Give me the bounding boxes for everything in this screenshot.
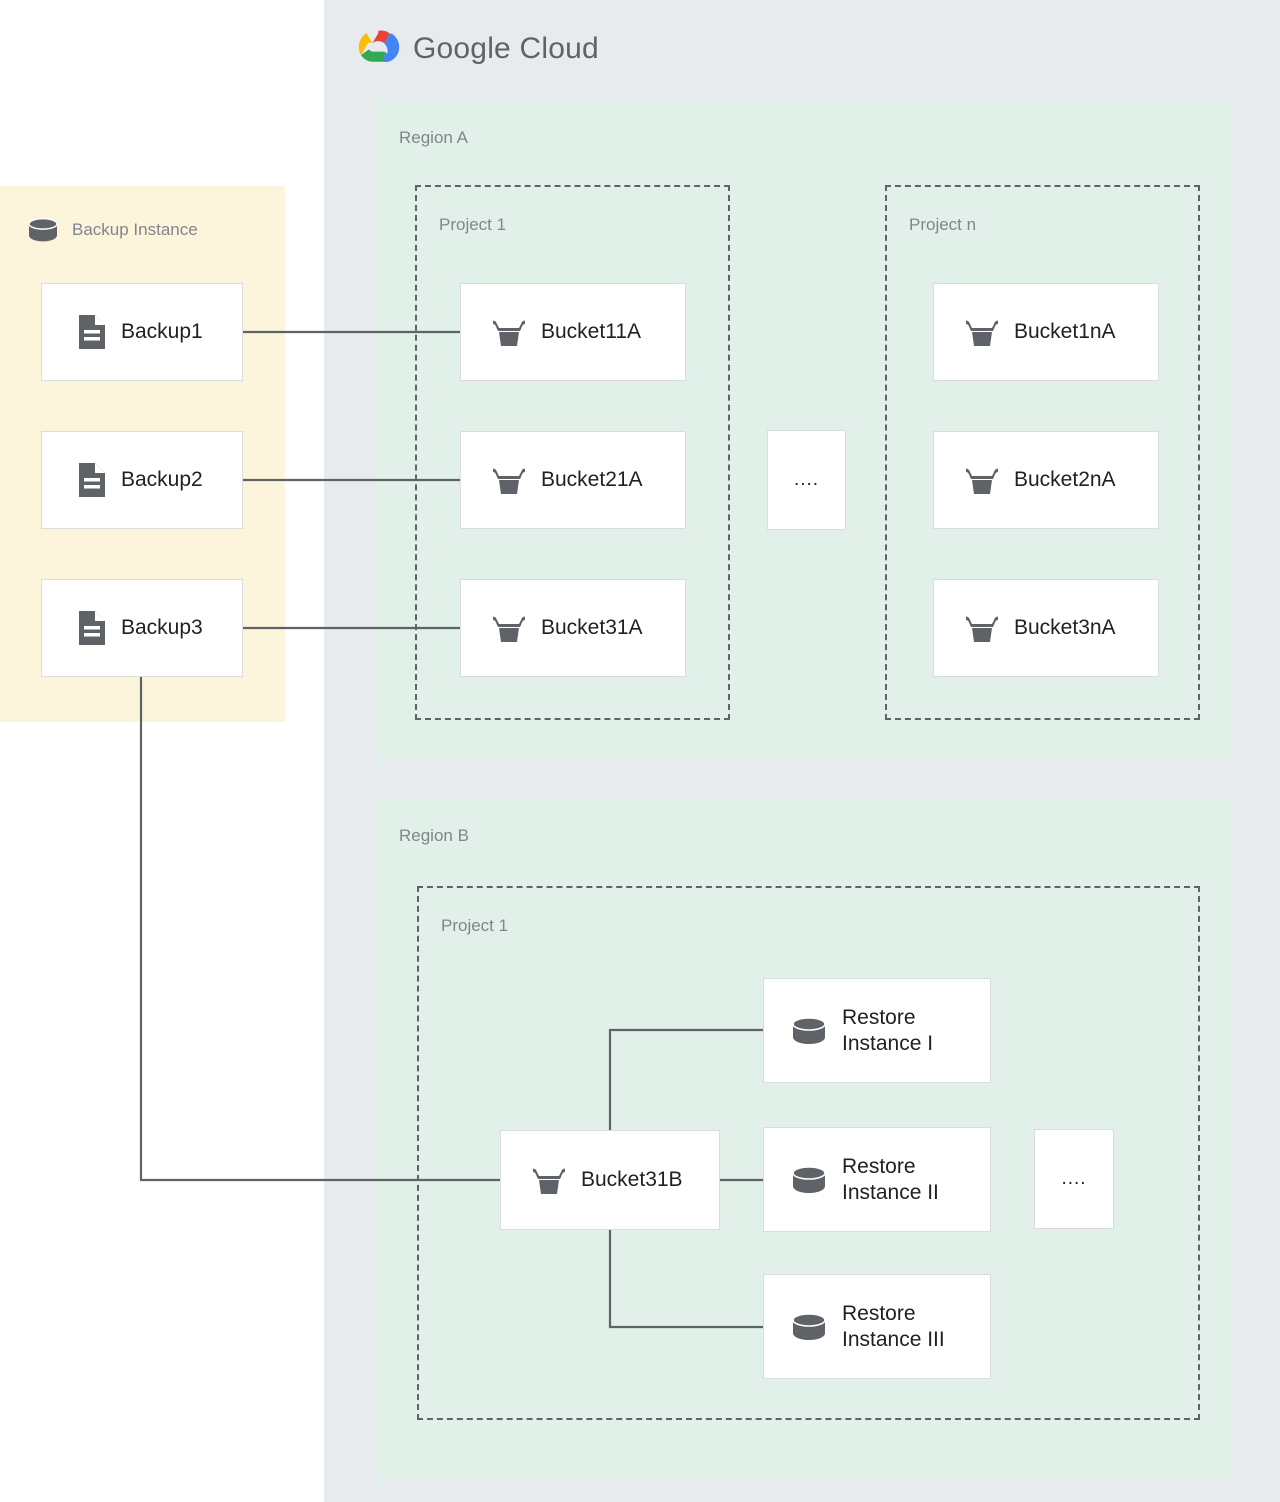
bucket-icon (493, 468, 525, 494)
card-label: Backup3 (121, 616, 203, 640)
card-label: Restore Instance III (842, 1301, 945, 1351)
region-a-project-1-box: Project 1 (415, 185, 730, 720)
ellipsis-label: .... (1061, 1168, 1087, 1189)
card-bucket2na[interactable]: Bucket2nA (933, 431, 1159, 529)
card-bucket21a[interactable]: Bucket21A (460, 431, 686, 529)
database-icon (792, 1312, 826, 1340)
backup-instance-header: Backup Instance (26, 216, 198, 244)
card-bucket31a[interactable]: Bucket31A (460, 579, 686, 677)
google-cloud-logo-icon (358, 30, 400, 62)
card-label: Bucket21A (541, 468, 643, 492)
card-label: Bucket11A (541, 320, 642, 344)
region-b-label: Region B (399, 826, 469, 845)
card-label: Backup1 (121, 320, 203, 344)
bucket-icon (966, 468, 998, 494)
region-a-ellipsis-card: .... (767, 430, 846, 530)
card-label: Restore Instance II (842, 1154, 939, 1204)
bucket-icon (493, 320, 525, 346)
card-label: Bucket1nA (1014, 320, 1116, 344)
google-cloud-logo-label: Google Cloud (413, 32, 599, 66)
card-bucket1na[interactable]: Bucket1nA (933, 283, 1159, 381)
bucket-icon (966, 616, 998, 642)
document-icon (79, 611, 105, 645)
document-icon (79, 463, 105, 497)
card-label: Bucket3nA (1014, 616, 1116, 640)
card-label: Backup2 (121, 468, 203, 492)
card-bucket3na[interactable]: Bucket3nA (933, 579, 1159, 677)
region-a-label: Region A (399, 128, 468, 147)
database-icon (28, 217, 58, 242)
document-icon (79, 315, 105, 349)
database-icon (792, 1165, 826, 1193)
logo-word-google: Google (413, 32, 511, 65)
bucket-icon (533, 1168, 565, 1194)
card-label: Restore Instance I (842, 1005, 934, 1055)
bucket-icon (966, 320, 998, 346)
database-icon (792, 1016, 826, 1044)
card-bucket31b[interactable]: Bucket31B (500, 1130, 720, 1230)
ellipsis-label: .... (793, 469, 820, 490)
region-a-project-n-label: Project n (909, 215, 977, 234)
card-backup3[interactable]: Backup3 (41, 579, 243, 677)
region-a-project-1-label: Project 1 (439, 215, 507, 234)
card-restore-instance-1[interactable]: Restore Instance I (763, 978, 991, 1083)
logo-word-cloud: Cloud (519, 32, 599, 65)
card-bucket11a[interactable]: Bucket11A (460, 283, 686, 381)
card-label: Bucket2nA (1014, 468, 1116, 492)
card-backup2[interactable]: Backup2 (41, 431, 243, 529)
region-a-project-n-box: Project n (885, 185, 1200, 720)
bucket-icon (493, 616, 525, 642)
region-b-ellipsis-card: .... (1034, 1129, 1114, 1229)
card-label: Bucket31A (541, 616, 643, 640)
card-backup1[interactable]: Backup1 (41, 283, 243, 381)
region-b-project-1-label: Project 1 (441, 916, 509, 935)
card-restore-instance-2[interactable]: Restore Instance II (763, 1127, 991, 1232)
card-label: Bucket31B (581, 1168, 683, 1192)
card-restore-instance-3[interactable]: Restore Instance III (763, 1274, 991, 1379)
backup-instance-label: Backup Instance (72, 220, 198, 239)
google-cloud-logo: Google Cloud (355, 30, 599, 68)
